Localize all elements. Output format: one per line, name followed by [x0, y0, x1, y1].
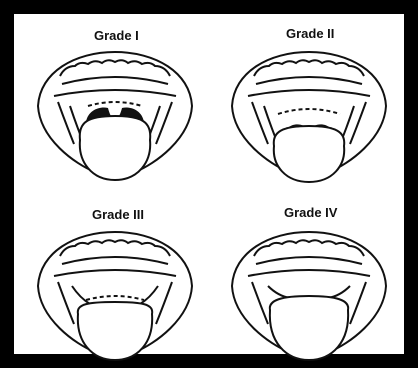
left-pillar — [252, 282, 268, 324]
right-inner-pillar — [342, 106, 354, 139]
tongue — [80, 116, 150, 180]
mouth-grade-1-illustration — [30, 44, 200, 184]
soft-palate-dashed — [278, 109, 340, 114]
left-pillar — [58, 282, 74, 324]
teeth-base — [256, 77, 362, 84]
upper-teeth — [60, 60, 170, 76]
right-pillar — [156, 282, 172, 324]
mouth-grade-3-illustration — [30, 224, 200, 364]
grade-1-label: Grade I — [94, 28, 139, 43]
upper-teeth — [254, 240, 364, 256]
grade-3-label: Grade III — [92, 207, 144, 222]
palate-arch — [248, 90, 370, 96]
soft-palate-dashed — [86, 296, 144, 300]
tongue — [78, 302, 152, 360]
right-inner-pillar — [328, 286, 350, 298]
grade-4-label: Grade IV — [284, 205, 337, 220]
upper-teeth — [60, 240, 170, 256]
tongue — [274, 126, 344, 182]
figure-panel: Grade I Grade II Grade III Grade IV — [14, 14, 404, 354]
teeth-base — [256, 257, 362, 264]
left-inner-pillar — [72, 286, 90, 304]
right-inner-pillar — [140, 286, 158, 304]
grade-2-label: Grade II — [286, 26, 334, 41]
left-inner-pillar — [264, 106, 276, 139]
right-pillar — [350, 282, 366, 324]
mouth-grade-2-illustration — [224, 44, 394, 184]
palate-arch — [54, 90, 176, 96]
palate-arch — [248, 270, 370, 276]
teeth-base — [62, 77, 168, 84]
teeth-base — [62, 257, 168, 264]
tongue — [270, 296, 348, 360]
palate-arch — [54, 270, 176, 276]
soft-palate-dashed — [88, 102, 142, 106]
mouth-grade-4-illustration — [224, 224, 394, 364]
left-inner-pillar — [268, 286, 290, 298]
upper-teeth — [254, 60, 364, 76]
